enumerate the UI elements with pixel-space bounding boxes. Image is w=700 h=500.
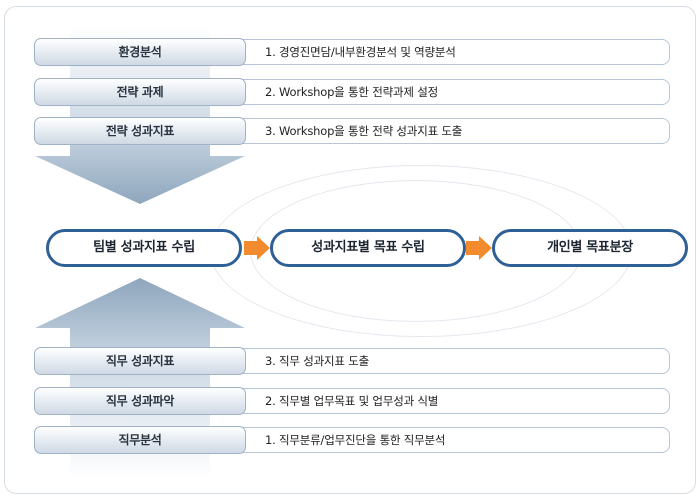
down-arrow-shape [35, 26, 245, 204]
orange-arrow-icon-2 [466, 236, 492, 260]
top-row-2-desc: 2. Workshop을 통한 전략과제 설정 [200, 79, 670, 105]
bottom-row-3-desc: 1. 직무분류/업무진단을 통한 직무분석 [200, 427, 670, 453]
bottom-row-1-desc: 3. 직무 성과지표 도출 [200, 348, 670, 374]
bottom-row-3-tag: 직무분석 [34, 426, 246, 454]
top-row-2-tag: 전략 과제 [34, 78, 246, 106]
top-row-1-tag: 환경분석 [34, 38, 246, 66]
team-kpi-pill: 팀별 성과지표 수립 [46, 229, 242, 267]
bottom-row-1-tag: 직무 성과지표 [34, 347, 246, 375]
bottom-row-2-tag: 직무 성과파악 [34, 387, 246, 415]
top-row-1-desc: 1. 경영진면담/내부환경분석 및 역량분석 [200, 39, 670, 65]
bottom-row-2-desc: 2. 직무별 업무목표 및 업무성과 식별 [200, 388, 670, 414]
kpi-target-pill: 성과지표별 목표 수립 [270, 229, 466, 267]
top-row-3-tag: 전략 성과지표 [34, 117, 246, 145]
orange-arrow-icon-1 [244, 236, 270, 260]
individual-target-pill: 개인별 목표분장 [492, 229, 688, 267]
top-row-3-desc: 3. Workshop을 통한 전략 성과지표 도출 [200, 118, 670, 144]
